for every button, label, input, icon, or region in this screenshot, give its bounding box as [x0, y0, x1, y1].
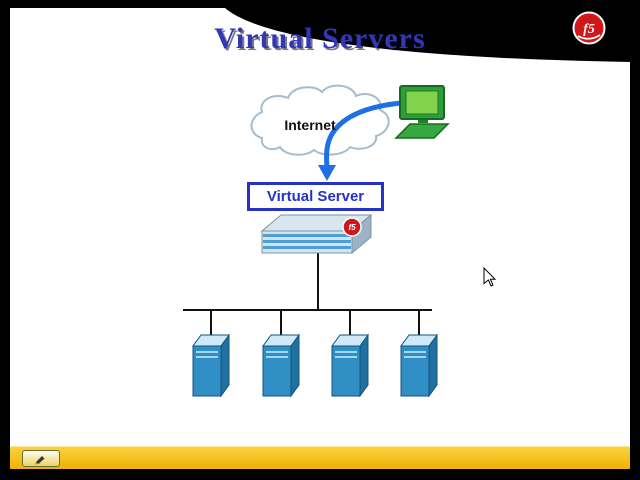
server-vent	[335, 351, 357, 353]
server-vent	[404, 351, 426, 353]
arrow-head	[318, 165, 336, 181]
computer-keyboard	[394, 123, 450, 139]
virtual-server-label: Virtual Server	[266, 188, 365, 205]
server-vent	[266, 351, 288, 353]
virtual-server-box: Virtual Server	[247, 182, 384, 211]
slide-title: Virtual Servers	[214, 22, 426, 55]
pen-body	[36, 455, 45, 464]
server-front	[192, 345, 222, 397]
curved-arrow-icon	[318, 100, 404, 181]
server-front	[331, 345, 361, 397]
lan-lines	[183, 309, 432, 336]
server-vent	[196, 356, 218, 358]
device-f5-ball	[342, 217, 362, 237]
device-badge-text: f5	[348, 223, 356, 232]
device-stripe	[263, 240, 351, 243]
mouse-cursor-icon	[483, 267, 497, 287]
server-side	[359, 333, 369, 398]
internet-label: Internet	[284, 117, 336, 133]
server-side	[290, 333, 300, 398]
server-vent	[335, 356, 357, 358]
server-tower-icon	[331, 333, 369, 398]
logo-text: f5	[583, 22, 595, 37]
device-stripe	[263, 246, 351, 249]
server-side	[220, 333, 230, 398]
server-vent	[404, 356, 426, 358]
pen-icon	[35, 455, 45, 464]
server-front	[400, 345, 430, 397]
computer-screen	[405, 90, 439, 115]
server-side	[428, 333, 438, 398]
server-vent	[196, 351, 218, 353]
pen-nib	[35, 461, 39, 464]
arrow-shaft	[324, 100, 404, 170]
cloud-icon	[250, 84, 390, 156]
presentation-toolbar	[10, 446, 630, 469]
server-tower-icon	[400, 333, 438, 398]
logo-swoosh	[577, 34, 601, 40]
server-tower-icon	[262, 333, 300, 398]
swoosh-shape	[225, 8, 630, 62]
server-vent	[266, 356, 288, 358]
bigip-device-icon: f5	[260, 213, 373, 255]
annotation-pen-button[interactable]	[22, 450, 60, 467]
corner-swoosh-decoration	[225, 8, 630, 62]
f5-logo-icon: f5	[572, 11, 606, 45]
device-stripe	[263, 234, 351, 237]
logo-ball	[572, 11, 606, 45]
computer-icon	[394, 85, 450, 139]
cursor-arrow	[483, 267, 497, 287]
server-tower-icon	[192, 333, 230, 398]
server-front	[262, 345, 292, 397]
